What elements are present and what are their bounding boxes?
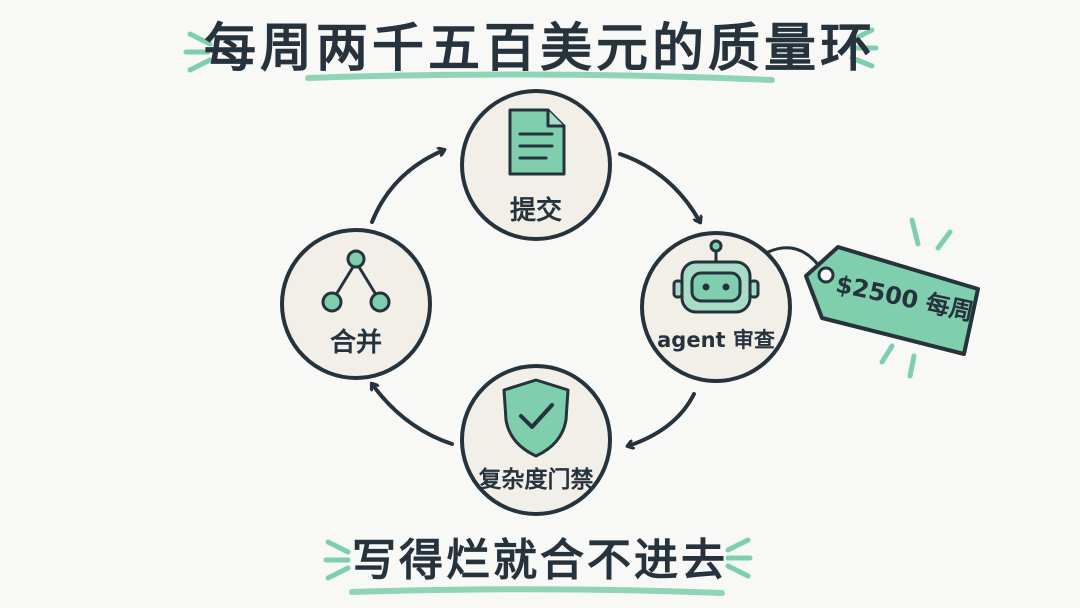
merge-branch-icon [321,249,391,313]
page-title: 每周两千五百美元的质量环 [203,19,876,79]
price-tag-body [804,245,980,356]
node-gate-label: 复杂度门禁 [478,467,594,493]
price-tag-sparkles [879,217,953,379]
document-icon [508,108,566,176]
node-submit-label: 提交 [509,196,562,226]
subtitle-accent-dashes [323,537,753,581]
shield-check-icon [502,378,570,458]
arrow-review-to-gate [628,392,696,446]
node-merge-label: 合并 [329,328,382,358]
robot-icon [672,239,760,314]
page-subtitle: 写得烂就合不进去 [352,535,728,586]
node-review-label: agent 审查 [657,328,775,352]
price-tag-hole [817,266,835,284]
arrow-merge-to-submit [370,150,444,224]
price-tag: $2500 每周 [766,245,980,356]
title-underline [305,71,775,83]
subtitle-underline [349,586,725,596]
arrow-gate-to-merge [372,384,454,446]
arrow-submit-to-review [618,152,700,222]
title-accent-dashes [183,27,879,73]
node-merge-circle [280,228,432,380]
